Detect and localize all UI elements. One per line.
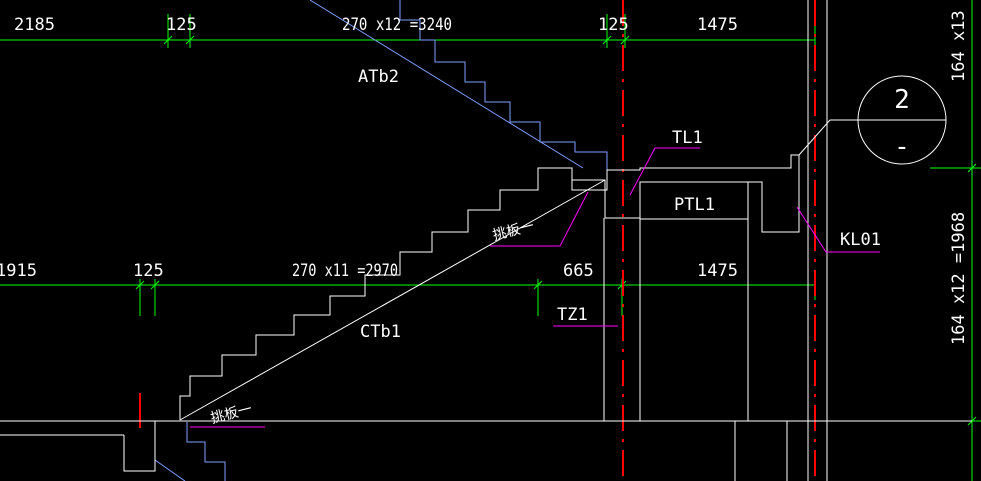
label-ctb1: CTb1 — [360, 322, 401, 342]
lower-dim-slash — [533, 280, 543, 290]
tl1-beam-outline — [571, 179, 641, 219]
ptl1-beam-outline — [639, 181, 749, 220]
right-dim-upper: 164 x13 =21 — [949, 0, 969, 82]
tl1-leader — [629, 147, 700, 196]
tiaoban-upper-leader — [490, 191, 589, 247]
atb2-slab-underside — [309, 0, 584, 169]
label-tz1: TZ1 — [557, 305, 588, 325]
dimension-texts: 2185 125 270 x12 =3240 125 1475 1915 125… — [0, 0, 969, 345]
lower-flight-blue-underside — [154, 459, 186, 481]
label-ptl1: PTL1 — [674, 195, 715, 215]
label-leaders — [190, 147, 880, 428]
upper-dim-125-right: 125 — [598, 15, 629, 35]
upper-dim-3240: 270 x12 =3240 — [342, 15, 452, 35]
section-marker-leader — [798, 119, 831, 156]
upper-dim-slash — [620, 35, 630, 45]
upper-dim-1475: 1475 — [697, 15, 738, 35]
section-marker: 2 - — [798, 75, 947, 165]
ctb1-slab-underside — [179, 179, 606, 421]
lower-dim-1915: 1915 — [0, 261, 37, 281]
lower-dim-125: 125 — [133, 261, 164, 281]
section-marker-sub: - — [894, 132, 910, 162]
lower-dim-665: 665 — [563, 261, 594, 281]
label-tiaoban-upper: 挑板一 — [491, 218, 536, 244]
upper-dim-slash — [185, 35, 195, 45]
kl01-leader — [796, 206, 880, 253]
member-labels: ATb2 CTb1 TL1 PTL1 TZ1 KL01 挑板一 挑板一 — [209, 67, 881, 427]
right-dim-lower: 164 x12 =1968 — [949, 212, 969, 345]
label-kl01: KL01 — [840, 230, 881, 250]
lower-dim-1475: 1475 — [697, 261, 738, 281]
lower-blue-steps — [186, 422, 226, 481]
label-tiaoban-lower: 挑板一 — [209, 401, 254, 427]
lower-dim-slash — [150, 280, 160, 290]
axis-lines — [139, 0, 816, 481]
lower-dim-slash — [135, 280, 145, 290]
kl01-beam-outline — [748, 168, 800, 233]
upper-dim-2185: 2185 — [14, 15, 55, 35]
label-tl1: TL1 — [672, 128, 703, 148]
upper-dim-125-left: 125 — [166, 15, 197, 35]
floor-slab-notch — [123, 421, 156, 472]
upper-dim-slash — [602, 35, 612, 45]
upper-dim-slash — [163, 35, 173, 45]
atb2-steps — [399, 0, 608, 170]
upper-flight-atb2 — [154, 0, 608, 481]
lower-dim-2970: 270 x11 =2970 — [292, 261, 398, 281]
ctb1-steps — [179, 154, 800, 420]
label-atb2: ATb2 — [358, 67, 399, 87]
section-marker-number: 2 — [894, 85, 910, 115]
right-dim-slash — [967, 163, 977, 173]
